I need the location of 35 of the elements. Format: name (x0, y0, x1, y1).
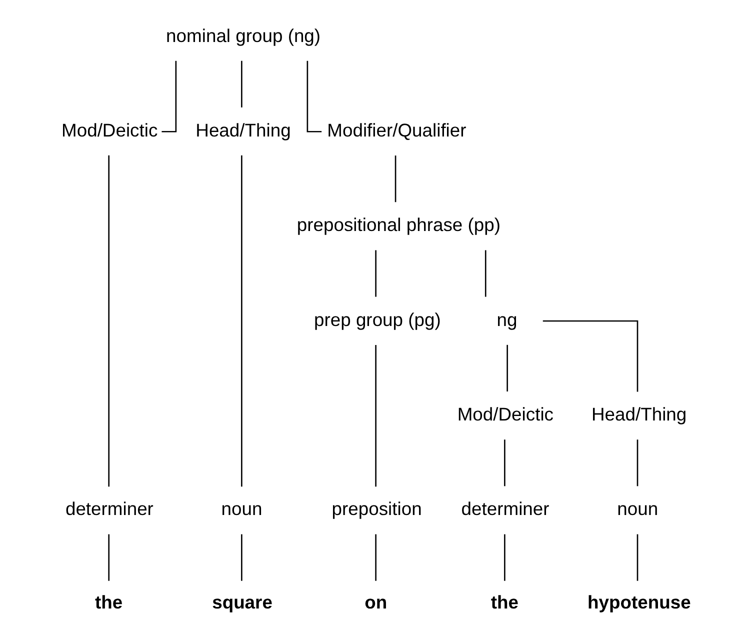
connector (374, 534, 376, 581)
connector (636, 440, 638, 486)
connector (374, 250, 376, 297)
node-text: on (364, 592, 387, 613)
connector (240, 60, 242, 108)
connector (394, 156, 396, 202)
node-text: preposition (331, 498, 422, 520)
node-text: Mod/Deictic (456, 404, 554, 425)
node-text: the (490, 592, 518, 613)
node-text: prepositional phrase (pp) (296, 214, 500, 236)
node-text: square (212, 592, 272, 613)
connector (240, 534, 242, 581)
node-text: nominal group (ng) (166, 24, 320, 46)
connector (504, 534, 505, 581)
node-text: noun (220, 498, 262, 520)
node-text: determiner (64, 498, 153, 520)
connector (240, 155, 242, 487)
node-text: hypotenuse (587, 592, 690, 613)
connector (504, 440, 505, 486)
node-text: the (94, 592, 122, 613)
connector (484, 250, 486, 297)
node-text: noun (616, 498, 658, 520)
node-text: ng (496, 308, 517, 330)
connector (374, 344, 376, 487)
node-text: Head/Thing (590, 404, 686, 425)
node-text: determiner (460, 498, 549, 520)
connector (108, 534, 110, 581)
node-text: Modifier/Qualifier (326, 120, 466, 140)
node-text: prep group (pg) (314, 308, 440, 330)
node-text: Head/Thing (195, 120, 290, 140)
connector (108, 155, 110, 487)
connector (506, 344, 508, 392)
node-text: Mod/Deictic (61, 120, 158, 140)
connector (636, 534, 638, 581)
connector (542, 320, 638, 392)
